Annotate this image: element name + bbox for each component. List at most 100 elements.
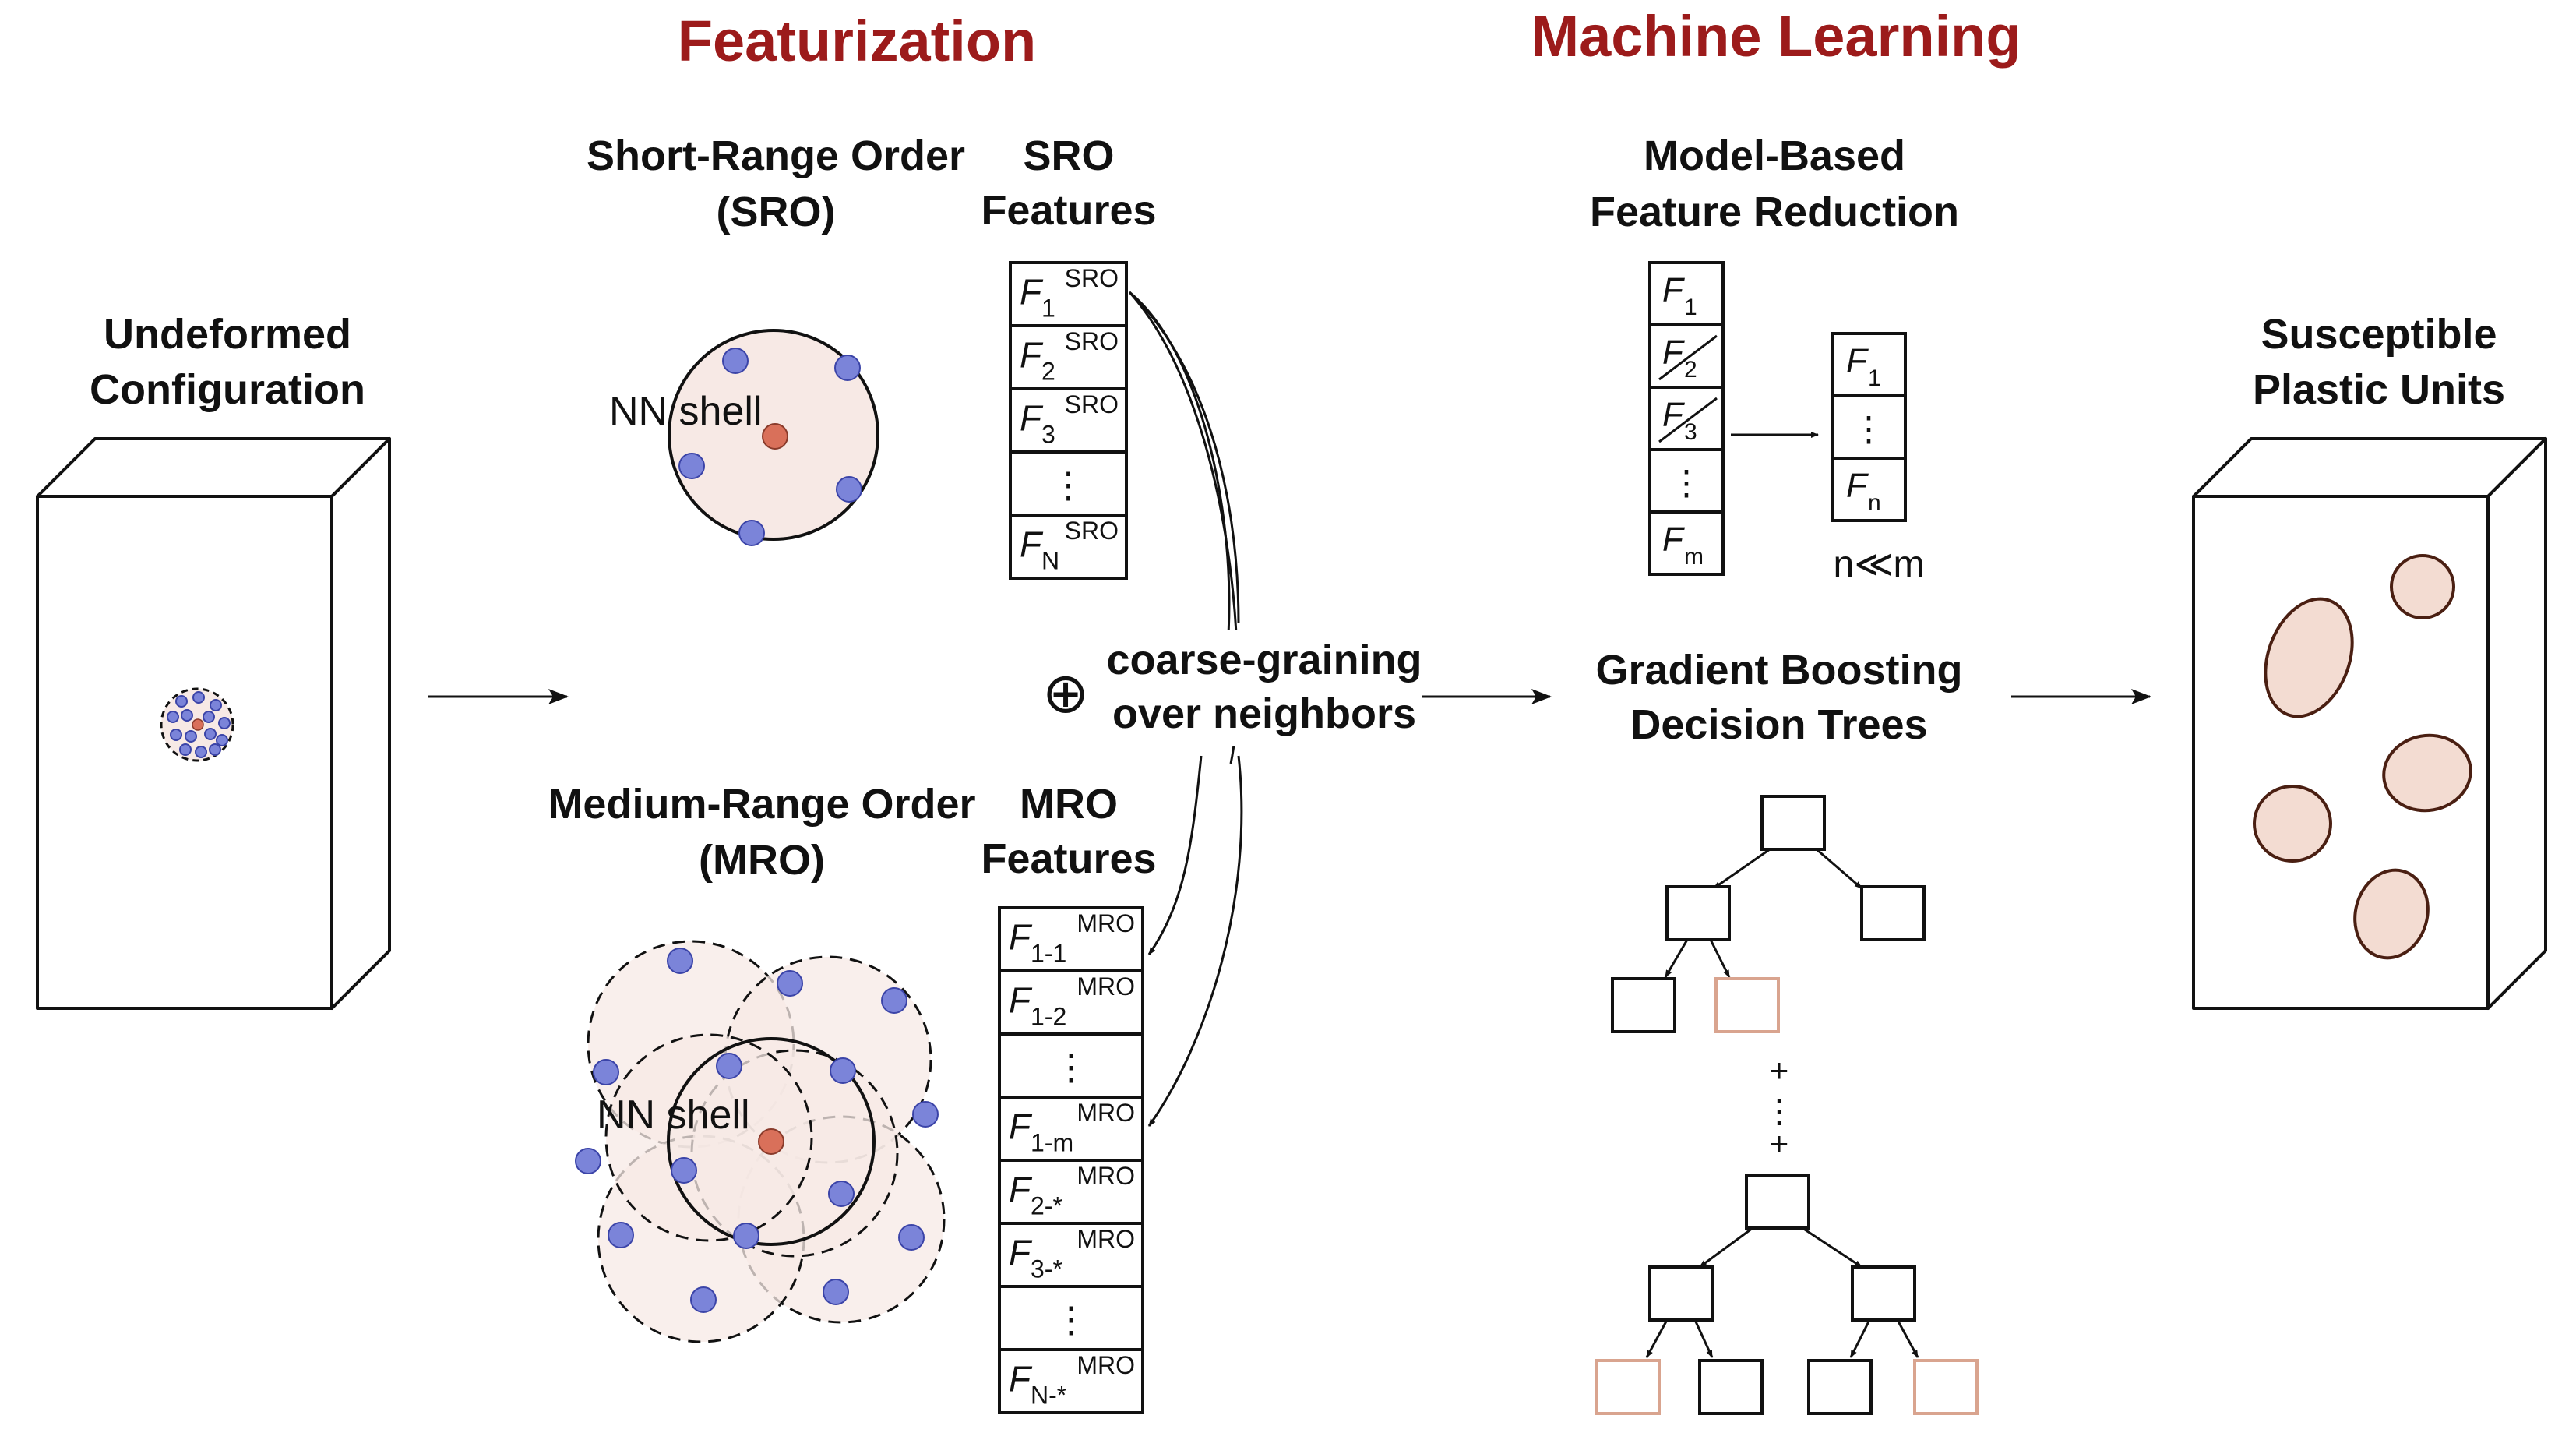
tree-edge [1802, 1226, 1862, 1269]
combine-symbol: ⊕ [1042, 662, 1089, 725]
tree-edge [1664, 939, 1689, 978]
sro-neighbor-atom [722, 348, 749, 374]
mro-neighbor-atom [716, 1053, 742, 1079]
mini-atom [167, 711, 179, 723]
tree1-leaf-highlight [1714, 977, 1780, 1033]
mro-shell-label: NN shell [597, 1092, 750, 1138]
mro-neighbor-atom [830, 1057, 856, 1084]
full-feature-symbol: F [1662, 521, 1685, 559]
mini-atom [185, 730, 197, 743]
tree2-leaf-highlight [1595, 1359, 1661, 1415]
sro-feature-superscript: SRO [1065, 327, 1119, 355]
mini-atom [192, 691, 205, 704]
tree1-node-left [1665, 885, 1731, 941]
plastic-unit [2390, 554, 2455, 619]
tree-edge [1816, 848, 1862, 890]
mro-neighbor-atom [828, 1181, 855, 1207]
full-feature-symbol: F [1662, 334, 1685, 372]
full-feature-subscript: 3 [1684, 419, 1697, 445]
full-feature-cell: ⋮ [1648, 448, 1725, 514]
mro-feature-superscript: MRO [1077, 1351, 1135, 1379]
mro-feature-symbol: F [1009, 1232, 1033, 1272]
mro-feature-ellipsis: ⋮ [1053, 1046, 1089, 1087]
full-feature-symbol: F [1662, 396, 1685, 434]
reduction-title-line2: Feature Reduction [1590, 189, 1959, 235]
sro-feature-symbol: F [1020, 524, 1044, 564]
coarse-graining-arrows [1128, 291, 1243, 1127]
sro-feature-subscript: 2 [1041, 358, 1055, 386]
mro-features-title-line1: MRO [1020, 781, 1118, 828]
reduced-feature-subscript: n [1868, 490, 1881, 516]
mro-feature-symbol: F [1009, 1106, 1033, 1146]
strike-line [1658, 397, 1718, 443]
mini-atom [209, 743, 221, 756]
mro-feature-symbol: F [1009, 916, 1033, 957]
sro-neighbor-atom [738, 520, 765, 546]
tree-edge [1849, 1319, 1871, 1358]
susceptible-plastic-units: Susceptible Plastic Units [2192, 311, 2547, 1010]
tree-edge [1645, 1319, 1669, 1358]
plastic-unit [2253, 785, 2332, 863]
mro-neighbor-atom [733, 1223, 759, 1249]
mini-atom [181, 709, 193, 722]
reduction-relation: n≪m [1834, 544, 1925, 585]
mro-neighbor-atom [898, 1224, 925, 1251]
tree1-leaf-right [1860, 885, 1926, 941]
mro-neighbor-atom [912, 1101, 939, 1128]
sro-feature-superscript: SRO [1065, 390, 1119, 418]
heading-machine-learning: Machine Learning [1531, 4, 2021, 69]
mini-atom [179, 743, 192, 756]
undeformed-configuration: Undeformed Configuration [36, 311, 391, 1010]
reduced-feature-symbol: F [1846, 342, 1869, 380]
mini-atom-cluster [160, 687, 234, 762]
gbdt-plus-top: + [1770, 1052, 1789, 1089]
mini-atom [218, 717, 231, 729]
plastic-unit [2353, 868, 2430, 960]
gbdt-ellipsis: ⋮ [1763, 1092, 1795, 1129]
mro-feature-superscript: MRO [1077, 1225, 1135, 1253]
mro-feature-ellipsis: ⋮ [1053, 1299, 1089, 1339]
mro-feature-symbol: F [1009, 1358, 1033, 1399]
tree-edge [1713, 848, 1771, 890]
heading-featurization: Featurization [678, 9, 1036, 73]
mro-feature-subscript: 1-1 [1031, 940, 1066, 968]
tree1-root [1760, 795, 1826, 851]
undeformed-box [36, 437, 391, 1010]
strike-line [1658, 334, 1718, 381]
reduced-feature-ellipsis: ⋮ [1852, 411, 1886, 449]
sro-neighbor-atom [836, 476, 862, 503]
full-feature-subscript: 1 [1684, 295, 1697, 320]
plastic-unit [2264, 597, 2354, 718]
sro-shell-label: NN shell [609, 389, 763, 434]
mro-feature-row: ⋮ [998, 1032, 1144, 1099]
combine-label-line1: coarse-graining [1106, 637, 1422, 683]
sro-feature-subscript: N [1041, 547, 1059, 575]
mini-atom [210, 699, 222, 711]
reduced-feature-subscript: 1 [1868, 365, 1881, 391]
undeformed-title-line2: Configuration [90, 366, 365, 413]
gbdt-title-line1: Gradient Boosting [1596, 647, 1963, 694]
mro-features-title-line2: Features [981, 835, 1156, 882]
arc-to-mro-row1 [1147, 755, 1203, 955]
sro-feature-subscript: 1 [1041, 295, 1055, 323]
mro-neighbor-atom [667, 948, 693, 974]
mro-neighbor-atom [881, 987, 907, 1014]
tree2-leaf [1698, 1359, 1764, 1415]
mro-feature-subscript: N-* [1031, 1382, 1066, 1410]
mro-feature-subscript: 3-* [1031, 1255, 1062, 1283]
tree2-leaf [1807, 1359, 1873, 1415]
mro-feature-subscript: 2-* [1031, 1192, 1062, 1220]
tree2-root [1745, 1174, 1810, 1230]
